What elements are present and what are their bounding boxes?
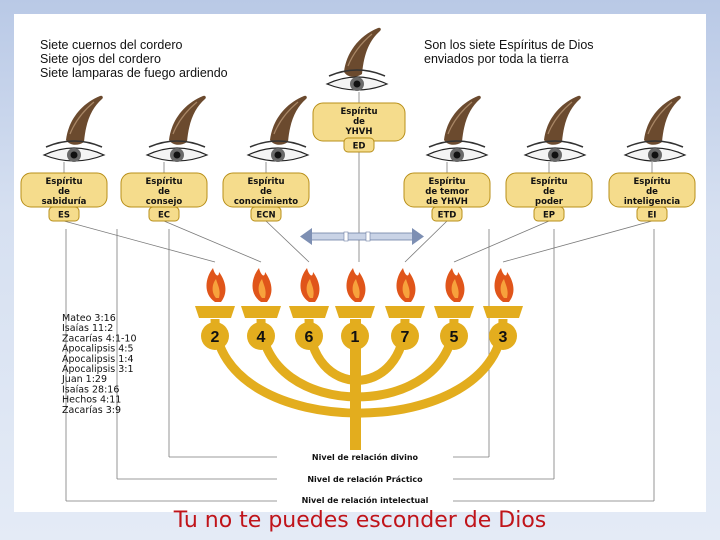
menorah-diagram: Siete cuernos del cordero Siete ojos del…: [14, 14, 706, 512]
spirit-label: de: [353, 117, 365, 127]
lamp-number: 2: [211, 329, 220, 346]
spirit-box-3: Espíritude temorde YHVH ETD: [404, 173, 490, 221]
spirit-label: de: [646, 187, 658, 197]
header-left-line: Siete lamparas de fuego ardiendo: [40, 66, 228, 80]
flames-group: [207, 268, 514, 302]
menorah: 2 4 6 1 7 5 3: [195, 306, 523, 462]
relation-level-label: Nivel de relación divino: [312, 452, 419, 462]
spirit-label: YHVH: [345, 127, 373, 137]
slide: Siete cuernos del cordero Siete ojos del…: [14, 14, 706, 512]
spirit-label: de: [58, 187, 70, 197]
header-left-line: Siete cuernos del cordero: [40, 38, 182, 52]
spirit-label: consejo: [146, 197, 183, 207]
flame-icon: [301, 268, 320, 302]
spirit-label: conocimiento: [234, 197, 298, 207]
spirit-label: Espíritu: [45, 177, 82, 187]
reference-item: Zacarías 3:9: [62, 405, 121, 416]
lamp-number: 6: [305, 329, 314, 346]
spirit-label: Espíritu: [530, 177, 567, 187]
lamp-number: 7: [401, 329, 410, 346]
horn-icon: [544, 96, 581, 145]
spirit-label: de: [158, 187, 170, 197]
flame-icon: [397, 268, 416, 302]
flame-icon: [446, 268, 465, 302]
lamp-number: 1: [351, 329, 360, 346]
horn-icon: [444, 96, 481, 145]
spirit-label: de YHVH: [426, 197, 468, 207]
spirit-label: sabiduría: [42, 197, 87, 207]
lamp-number: 5: [450, 329, 459, 346]
double-arrow-icon: [300, 228, 424, 245]
flame-icon: [253, 268, 272, 302]
spirit-code: ES: [58, 211, 70, 221]
spirit-code: EC: [158, 211, 170, 221]
lamp-number: 4: [257, 329, 266, 346]
lamp-cup: [483, 306, 523, 318]
header-right-line: enviados por toda la tierra: [424, 52, 569, 66]
flame-icon: [347, 268, 366, 302]
spirit-label: poder: [535, 197, 564, 207]
flame-icon: [495, 268, 514, 302]
lamp-cup: [195, 306, 235, 318]
spirit-label: de: [260, 187, 272, 197]
spirit-code: ECN: [256, 211, 275, 221]
spirit-label: de: [543, 187, 555, 197]
spirit-code: EI: [648, 211, 657, 221]
caption: Tu no te puedes esconder de Dios: [0, 508, 720, 533]
relation-level-label: Nivel de relación Práctico: [307, 474, 423, 484]
spirit-boxes: EspíritudeYHVHEDEspíritudesabiduríaESEsp…: [21, 103, 695, 221]
lamp-cup: [434, 306, 474, 318]
spirit-label: Espíritu: [145, 177, 182, 187]
header-left-line: Siete ojos del cordero: [40, 52, 161, 66]
lamp-number: 3: [499, 329, 508, 346]
lamp-cup: [335, 306, 375, 318]
horn-icon: [270, 96, 307, 145]
horn-icon: [644, 96, 681, 145]
spirit-label: de temor: [425, 187, 469, 197]
relation-level-label: Nivel de relación intelectual: [302, 495, 429, 505]
spirit-label: Espíritu: [428, 177, 465, 187]
horn-icon: [66, 96, 103, 145]
spirit-label: Espíritu: [247, 177, 284, 187]
lamp-cup: [385, 306, 425, 318]
horn-icon: [344, 28, 381, 77]
lamp-cup: [289, 306, 329, 318]
spirit-code: EP: [543, 211, 555, 221]
spirit-code: ED: [353, 142, 366, 152]
spirit-code: ETD: [438, 211, 457, 221]
spirit-label: Espíritu: [633, 177, 670, 187]
header-right-line: Son los siete Espíritus de Dios: [424, 38, 594, 52]
horn-icon: [169, 96, 206, 145]
spirit-label: inteligencia: [624, 197, 680, 207]
flame-icon: [207, 268, 226, 302]
spirit-label: Espíritu: [340, 107, 377, 117]
lamp-cup: [241, 306, 281, 318]
